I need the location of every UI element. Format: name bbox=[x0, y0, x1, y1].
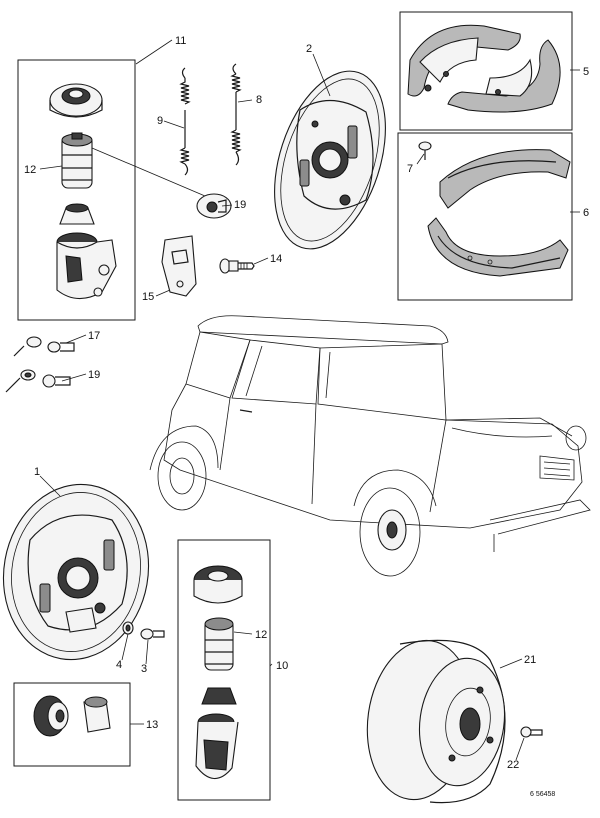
wheel-cylinder-piston-12-lower bbox=[204, 617, 234, 671]
return-spring-9 bbox=[179, 67, 191, 176]
brake-shoe-group-5-box bbox=[399, 11, 573, 131]
callout-21: 21 bbox=[524, 654, 536, 666]
wheel-cylinder-piston-12 bbox=[61, 132, 93, 189]
callout-12-lower: 12 bbox=[255, 629, 267, 641]
adjuster-20 bbox=[196, 193, 232, 219]
bolt-19 bbox=[5, 369, 71, 393]
bleed-screw-14 bbox=[219, 258, 255, 274]
brake-backplate-1 bbox=[2, 483, 150, 661]
wheel-cylinder-body bbox=[56, 232, 117, 300]
callout-10: 10 bbox=[276, 660, 288, 672]
leader-line-12-to-20 bbox=[91, 147, 206, 197]
drawing-reference-code: 6 56458 bbox=[530, 791, 555, 798]
callout-12-upper: 12 bbox=[24, 164, 36, 176]
wheel-cylinder-seal-10 bbox=[201, 687, 237, 705]
callout-6: 6 bbox=[583, 207, 589, 219]
wheel-cylinder-dust-cover bbox=[49, 83, 103, 118]
brake-shoe-group-6-box bbox=[397, 132, 573, 301]
bolt-17 bbox=[13, 336, 75, 357]
shoe-pin-7 bbox=[418, 141, 432, 160]
callout-22: 22 bbox=[507, 759, 519, 771]
callout-17: 17 bbox=[88, 330, 100, 342]
callout-2: 2 bbox=[306, 43, 312, 55]
brake-drum-21 bbox=[366, 639, 506, 804]
brake-shoe-pair-6 bbox=[427, 149, 571, 277]
wheel-cylinder-seal bbox=[59, 203, 95, 225]
leader-lines bbox=[39, 39, 580, 761]
seal-13 bbox=[33, 695, 111, 737]
washer-4 bbox=[122, 621, 134, 635]
car-outline bbox=[149, 315, 591, 577]
screw-22 bbox=[520, 726, 543, 738]
callout-9: 9 bbox=[157, 115, 163, 127]
callout-19: 19 bbox=[88, 369, 100, 381]
wheel-cylinder-dust-cover-10 bbox=[193, 565, 243, 604]
return-spring-8 bbox=[230, 63, 242, 166]
bleed-bracket-15 bbox=[161, 235, 197, 297]
callout-8: 8 bbox=[256, 94, 262, 106]
callout-7: 7 bbox=[407, 163, 413, 175]
callout-13: 13 bbox=[146, 719, 158, 731]
bolt-3 bbox=[140, 628, 165, 640]
callout-5: 5 bbox=[583, 66, 589, 78]
wheel-cylinder-group-11-bracket bbox=[17, 59, 136, 321]
callout-4: 4 bbox=[116, 659, 122, 671]
brake-shoe-pair-5 bbox=[407, 24, 561, 113]
callout-11: 11 bbox=[175, 35, 186, 47]
brake-backplate-2 bbox=[274, 70, 386, 250]
callout-1: 1 bbox=[34, 466, 40, 478]
callout-15: 15 bbox=[142, 291, 154, 303]
callout-20: 19 bbox=[234, 199, 246, 211]
callout-3: 3 bbox=[141, 663, 147, 675]
seal-kit-group-13-box bbox=[13, 682, 131, 767]
wheel-cylinder-group-10-box bbox=[177, 539, 271, 801]
wheel-cylinder-body-10 bbox=[195, 713, 239, 780]
callout-14: 14 bbox=[270, 253, 282, 265]
